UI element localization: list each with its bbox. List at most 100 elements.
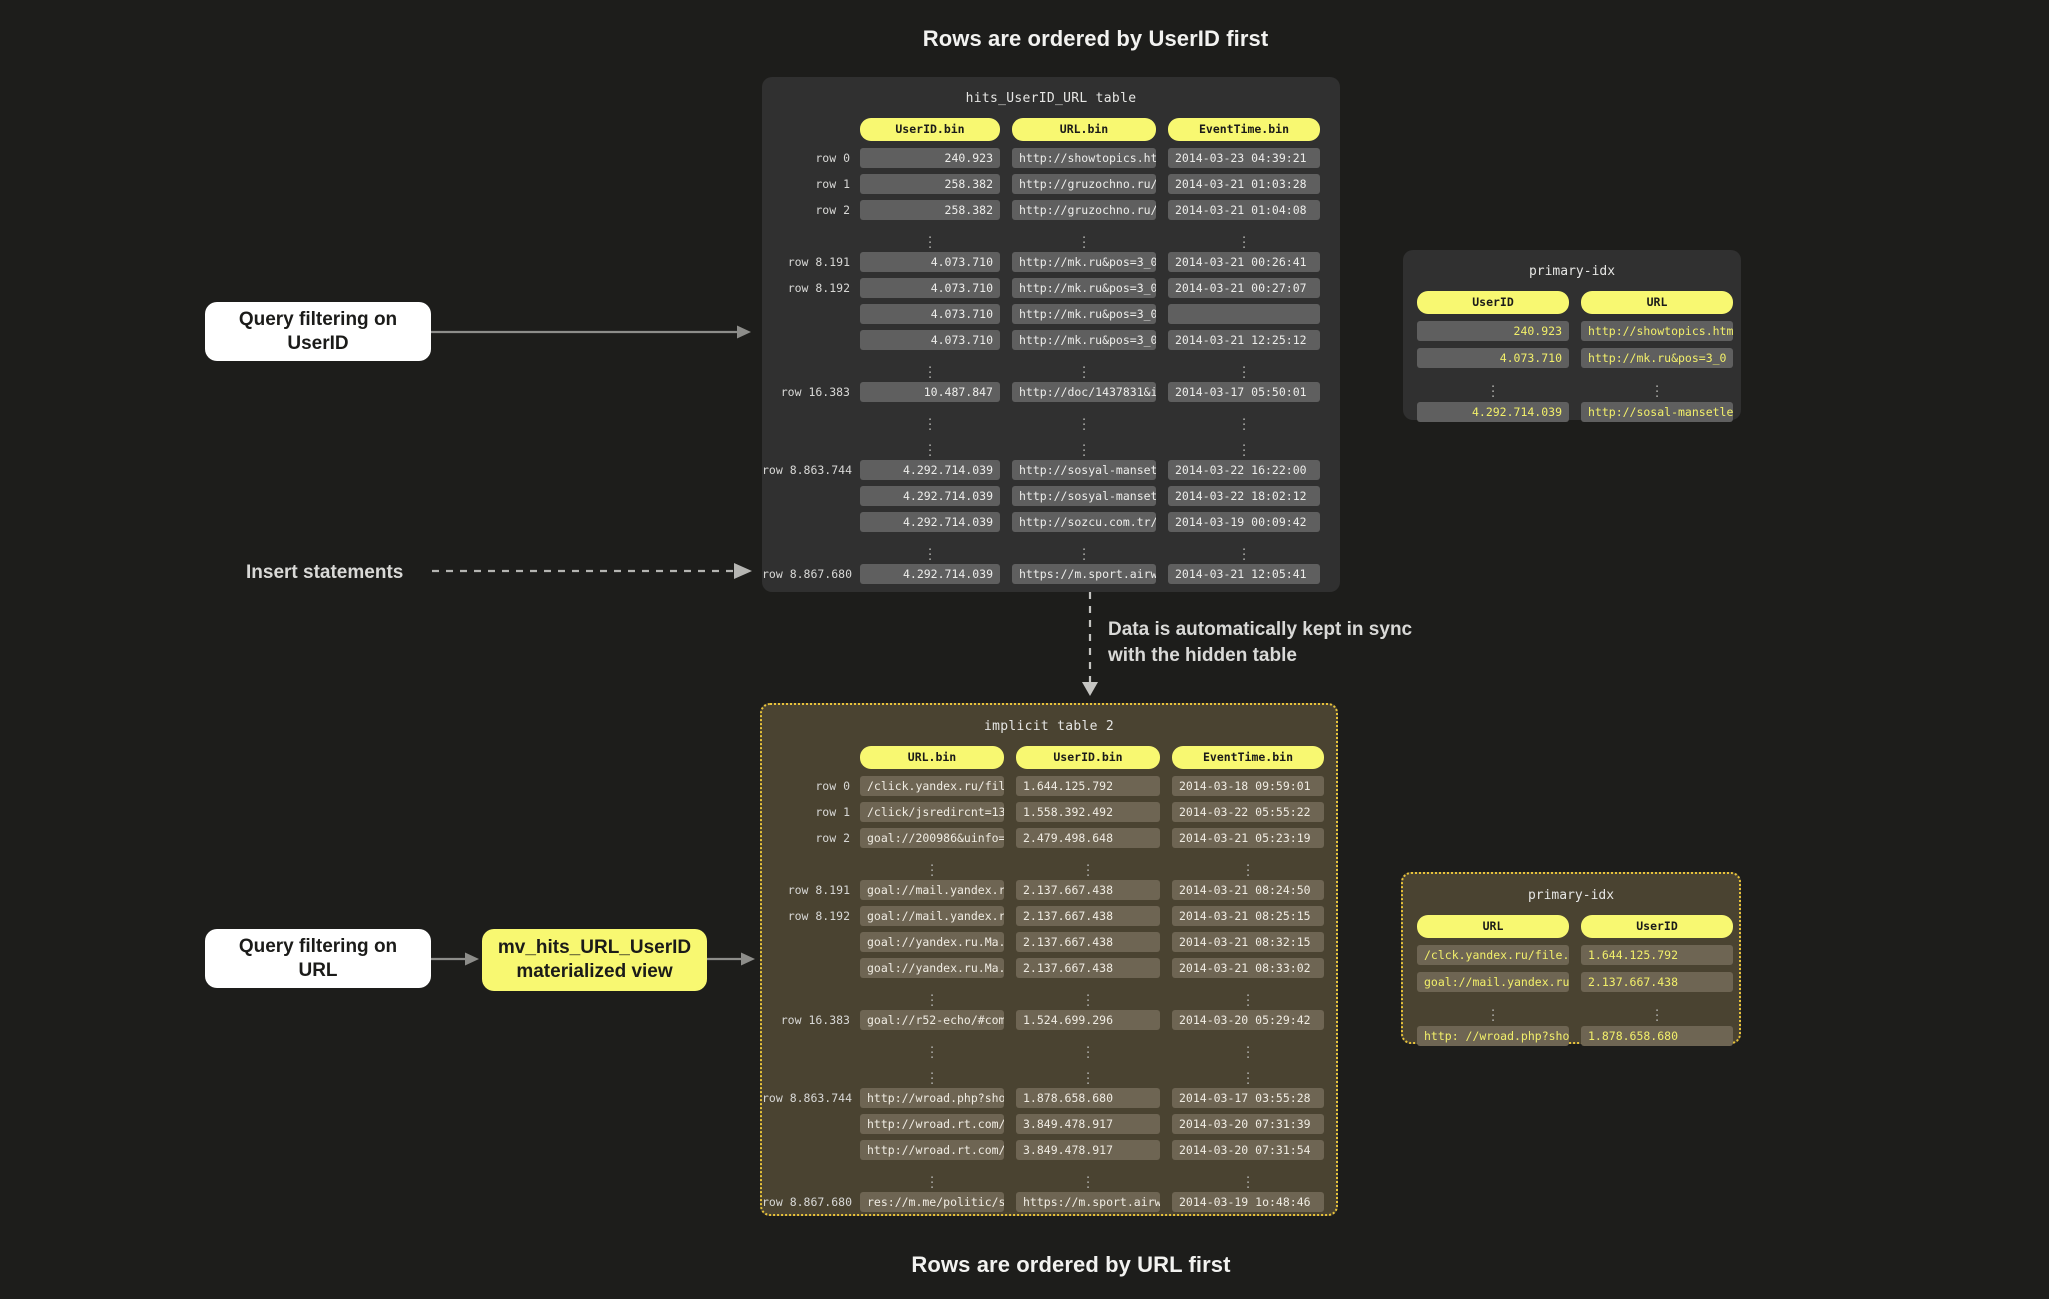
table-cell: res://m.me/politic/stati... — [860, 1192, 1004, 1212]
ellipsis-marker: ... — [1080, 409, 1088, 433]
table-cell: 2014-03-21 01:04:08 — [1168, 200, 1320, 220]
table-cell: 2014-03-17 03:55:28 — [1172, 1088, 1324, 1108]
top-banner-title: Rows are ordered by UserID first — [922, 26, 1269, 51]
ellipsis-marker: ... — [928, 985, 936, 1009]
table-cell: 1.644.125.792 — [1581, 945, 1733, 965]
ellipsis-row: ......... — [762, 854, 1336, 879]
row-index-label: row 8.191 — [787, 255, 850, 269]
materialized-view-subtitle: materialized view — [516, 961, 673, 982]
table-row: http://wroad.rt.com/tr/...3.849.478.9172… — [762, 1140, 1336, 1160]
row-index-label: row 8.863.744 — [762, 1091, 853, 1105]
table-cell: 258.382 — [860, 200, 1000, 220]
table-cell: 240.923 — [860, 148, 1000, 168]
arrow-insert-statements-to-table — [432, 563, 752, 579]
row-index-label: row 0 — [815, 779, 850, 793]
table-cell: goal://200986&uinfo=wn-1... — [860, 828, 1004, 848]
table-cell: /clck.yandex.ru/file.com... — [1417, 945, 1569, 965]
query-filtering-userid-label: Query filtering on UserID — [238, 308, 398, 354]
table-cell: http://sosyal-mansetleri... — [1012, 460, 1156, 480]
table-cell: 2014-03-18 09:59:01 — [1172, 776, 1324, 796]
table1-title: hits_UserID_URL table — [965, 91, 1137, 106]
table-cell: https://m.sport.airway/? — [1012, 564, 1156, 584]
table-cell: 240.923 — [1417, 321, 1569, 341]
table-row: row 1258.382http://gruzochno.ru/ekat...2… — [762, 174, 1340, 194]
table-cell: 2014-03-21 01:03:28 — [1168, 174, 1320, 194]
ellipsis-marker: ... — [1084, 1037, 1092, 1061]
column-header-userid-bin[interactable]: UserID.bin — [1016, 746, 1160, 769]
column-header-userid[interactable]: UserID — [1417, 291, 1569, 314]
table-cell: goal://r52-echo/#compose... — [860, 1010, 1004, 1030]
column-header-eventtime-bin[interactable]: EventTime.bin — [1172, 746, 1324, 769]
ellipsis-marker: ... — [926, 409, 934, 433]
ellipsis-marker: ... — [1244, 855, 1252, 879]
table-cell: 258.382 — [860, 174, 1000, 194]
column-header-url-bin[interactable]: URL.bin — [860, 746, 1004, 769]
ellipsis-marker: ... — [1240, 357, 1248, 381]
ellipsis-row: ......... — [762, 356, 1340, 381]
ellipsis-row: ......... — [762, 1166, 1336, 1191]
table-row: goal://yandex.ru.Ma...2.137.667.4382014-… — [762, 932, 1336, 952]
table-cell: 2014-03-19 1o:48:46 — [1172, 1192, 1324, 1212]
table-cell: http: //wroad.php?show/7... — [1417, 1026, 1569, 1046]
row-index-label: row 8.191 — [787, 883, 850, 897]
table-cell: http://mk.ru&pos=3_0 — [1012, 304, 1156, 324]
ellipsis-marker: ... — [1244, 1167, 1252, 1191]
column-header-userid[interactable]: UserID — [1581, 915, 1733, 938]
table-cell: 2014-03-21 12:25:12 — [1168, 330, 1320, 350]
table-cell: http://wroad.rt.com/tr/... — [860, 1140, 1004, 1160]
table-row: 240.923http://showtopics.html%3... — [1417, 321, 1733, 341]
column-header-eventtime-bin[interactable]: EventTime.bin — [1168, 118, 1320, 141]
table-cell: 2014-03-21 08:25:15 — [1172, 906, 1324, 926]
ellipsis-marker: ... — [1240, 409, 1248, 433]
table-row: row 8.191goal://mail.yandex.ru/Ma...2.13… — [762, 880, 1336, 900]
table2-grid: URL.bin UserID.bin EventTime.bin row 0/clic… — [762, 746, 1336, 1212]
table-cell: 2014-03-22 05:55:22 — [1172, 802, 1324, 822]
column-header-userid-bin[interactable]: UserID.bin — [860, 118, 1000, 141]
table-cell: 4.073.710 — [1417, 348, 1569, 368]
table-cell: /click.yandex.ru/file.co ... — [860, 776, 1004, 796]
materialized-view-box[interactable]: mv_hits_URL_UserID materialized view — [482, 929, 707, 991]
row-index-label: row 2 — [815, 831, 850, 845]
table-row: 4.292.714.039http://sosal-mansetleri... — [1417, 402, 1733, 422]
table-cell: 4.292.714.039 — [860, 564, 1000, 584]
ellipsis-marker: ... — [1080, 357, 1088, 381]
column-header-url[interactable]: URL — [1581, 291, 1733, 314]
table-row: row 2goal://200986&uinfo=wn-1...2.479.49… — [762, 828, 1336, 848]
table-cell: 1.524.699.296 — [1016, 1010, 1160, 1030]
row-index-label: row 0 — [815, 151, 850, 165]
table-cell: http://gruzochno.ru/ekat... — [1012, 200, 1156, 220]
arrow-sync-table1-to-table2 — [1082, 592, 1098, 696]
table-cell: 4.073.710 — [860, 304, 1000, 324]
column-header-url-bin[interactable]: URL.bin — [1012, 118, 1156, 141]
table-cell: goal://yandex.ru.Ma... — [860, 958, 1004, 978]
table-row: row 8.867.680res://m.me/politic/stati...… — [762, 1192, 1336, 1212]
table-row: row 16.383goal://r52-echo/#compose...1.5… — [762, 1010, 1336, 1030]
table-cell: 1.558.392.492 — [1016, 802, 1160, 822]
table-cell: 2.137.667.438 — [1016, 958, 1160, 978]
ellipsis-marker: ... — [1244, 1037, 1252, 1061]
ellipsis-marker: ... — [1240, 227, 1248, 251]
ellipsis-marker: ... — [1080, 227, 1088, 251]
table-row: 4.292.714.039http://sozcu.com.tr/oaut201… — [762, 512, 1340, 532]
ellipsis-row: ......... — [762, 538, 1340, 563]
ellipsis-marker: ... — [1080, 539, 1088, 563]
table-row: 4.292.714.039http://sosyal-mansetleri...… — [762, 486, 1340, 506]
sync-note-line2: with the hidden table — [1108, 644, 1297, 666]
column-header-row: UserID.bin URL.bin EventTime.bin — [762, 118, 1340, 141]
ellipsis-marker: ... — [1244, 1063, 1252, 1087]
index1-grid: UserID URL 240.923http://showtopics.html%3… — [1417, 291, 1733, 422]
table1-grid: UserID.bin URL.bin EventTime.bin row 0 240.9… — [762, 118, 1340, 584]
ellipsis-marker: ... — [926, 357, 934, 381]
column-header-url[interactable]: URL — [1417, 915, 1569, 938]
table-cell — [1168, 304, 1320, 324]
query-filtering-url-callout[interactable]: Query filtering on URL — [205, 929, 431, 988]
table-cell: goal://yandex.ru.Ma... — [860, 932, 1004, 952]
table-cell: 2014-03-21 05:23:19 — [1172, 828, 1324, 848]
ellipsis-marker: ... — [1240, 539, 1248, 563]
table-cell: goal://mail.yandex.ru/Ma... — [1417, 972, 1569, 992]
ellipsis-marker: ... — [928, 1037, 936, 1061]
query-filtering-userid-callout[interactable]: Query filtering on UserID — [205, 302, 431, 361]
